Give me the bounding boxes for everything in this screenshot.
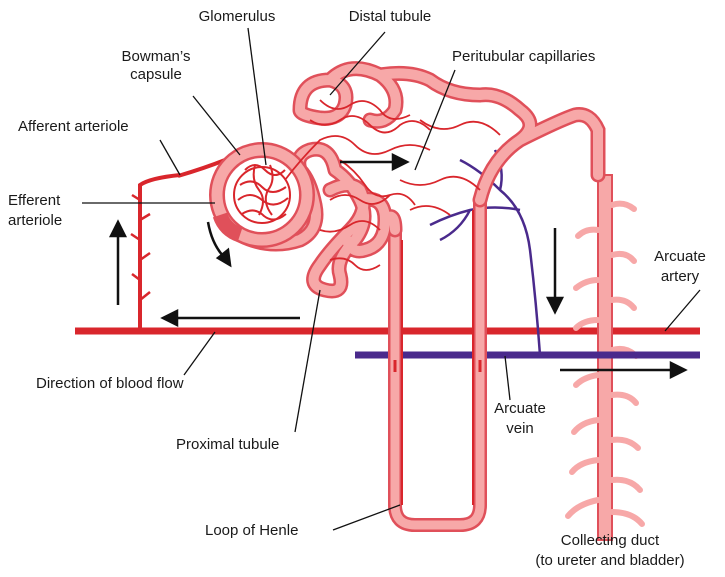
label-arcuate-vein-line2: vein [480, 420, 560, 437]
label-efferent-line1: Efferent [8, 192, 60, 209]
label-proximal-tubule: Proximal tubule [176, 436, 279, 453]
interlobular-artery [140, 175, 180, 331]
label-bowmans-line2: capsule [106, 66, 206, 83]
label-arcuate-artery-line2: artery [640, 268, 720, 285]
label-peritubular-capillaries: Peritubular capillaries [452, 48, 595, 65]
label-bowmans-line1: Bowman’s [106, 48, 206, 65]
label-afferent-arteriole: Afferent arteriole [18, 118, 129, 135]
label-arcuate-artery-line1: Arcuate [640, 248, 720, 265]
label-distal-tubule: Distal tubule [325, 8, 455, 25]
label-collecting-duct-line1: Collecting duct [530, 532, 690, 549]
label-glomerulus: Glomerulus [172, 8, 302, 25]
label-efferent-line2: arteriole [8, 212, 62, 229]
label-direction-of-blood-flow: Direction of blood flow [36, 375, 184, 392]
glomerulus [234, 165, 290, 223]
label-collecting-duct-line2: (to ureter and bladder) [500, 552, 720, 569]
label-arcuate-vein-line1: Arcuate [480, 400, 560, 417]
loop-of-henle [395, 200, 480, 525]
label-loop-of-henle: Loop of Henle [205, 522, 298, 539]
